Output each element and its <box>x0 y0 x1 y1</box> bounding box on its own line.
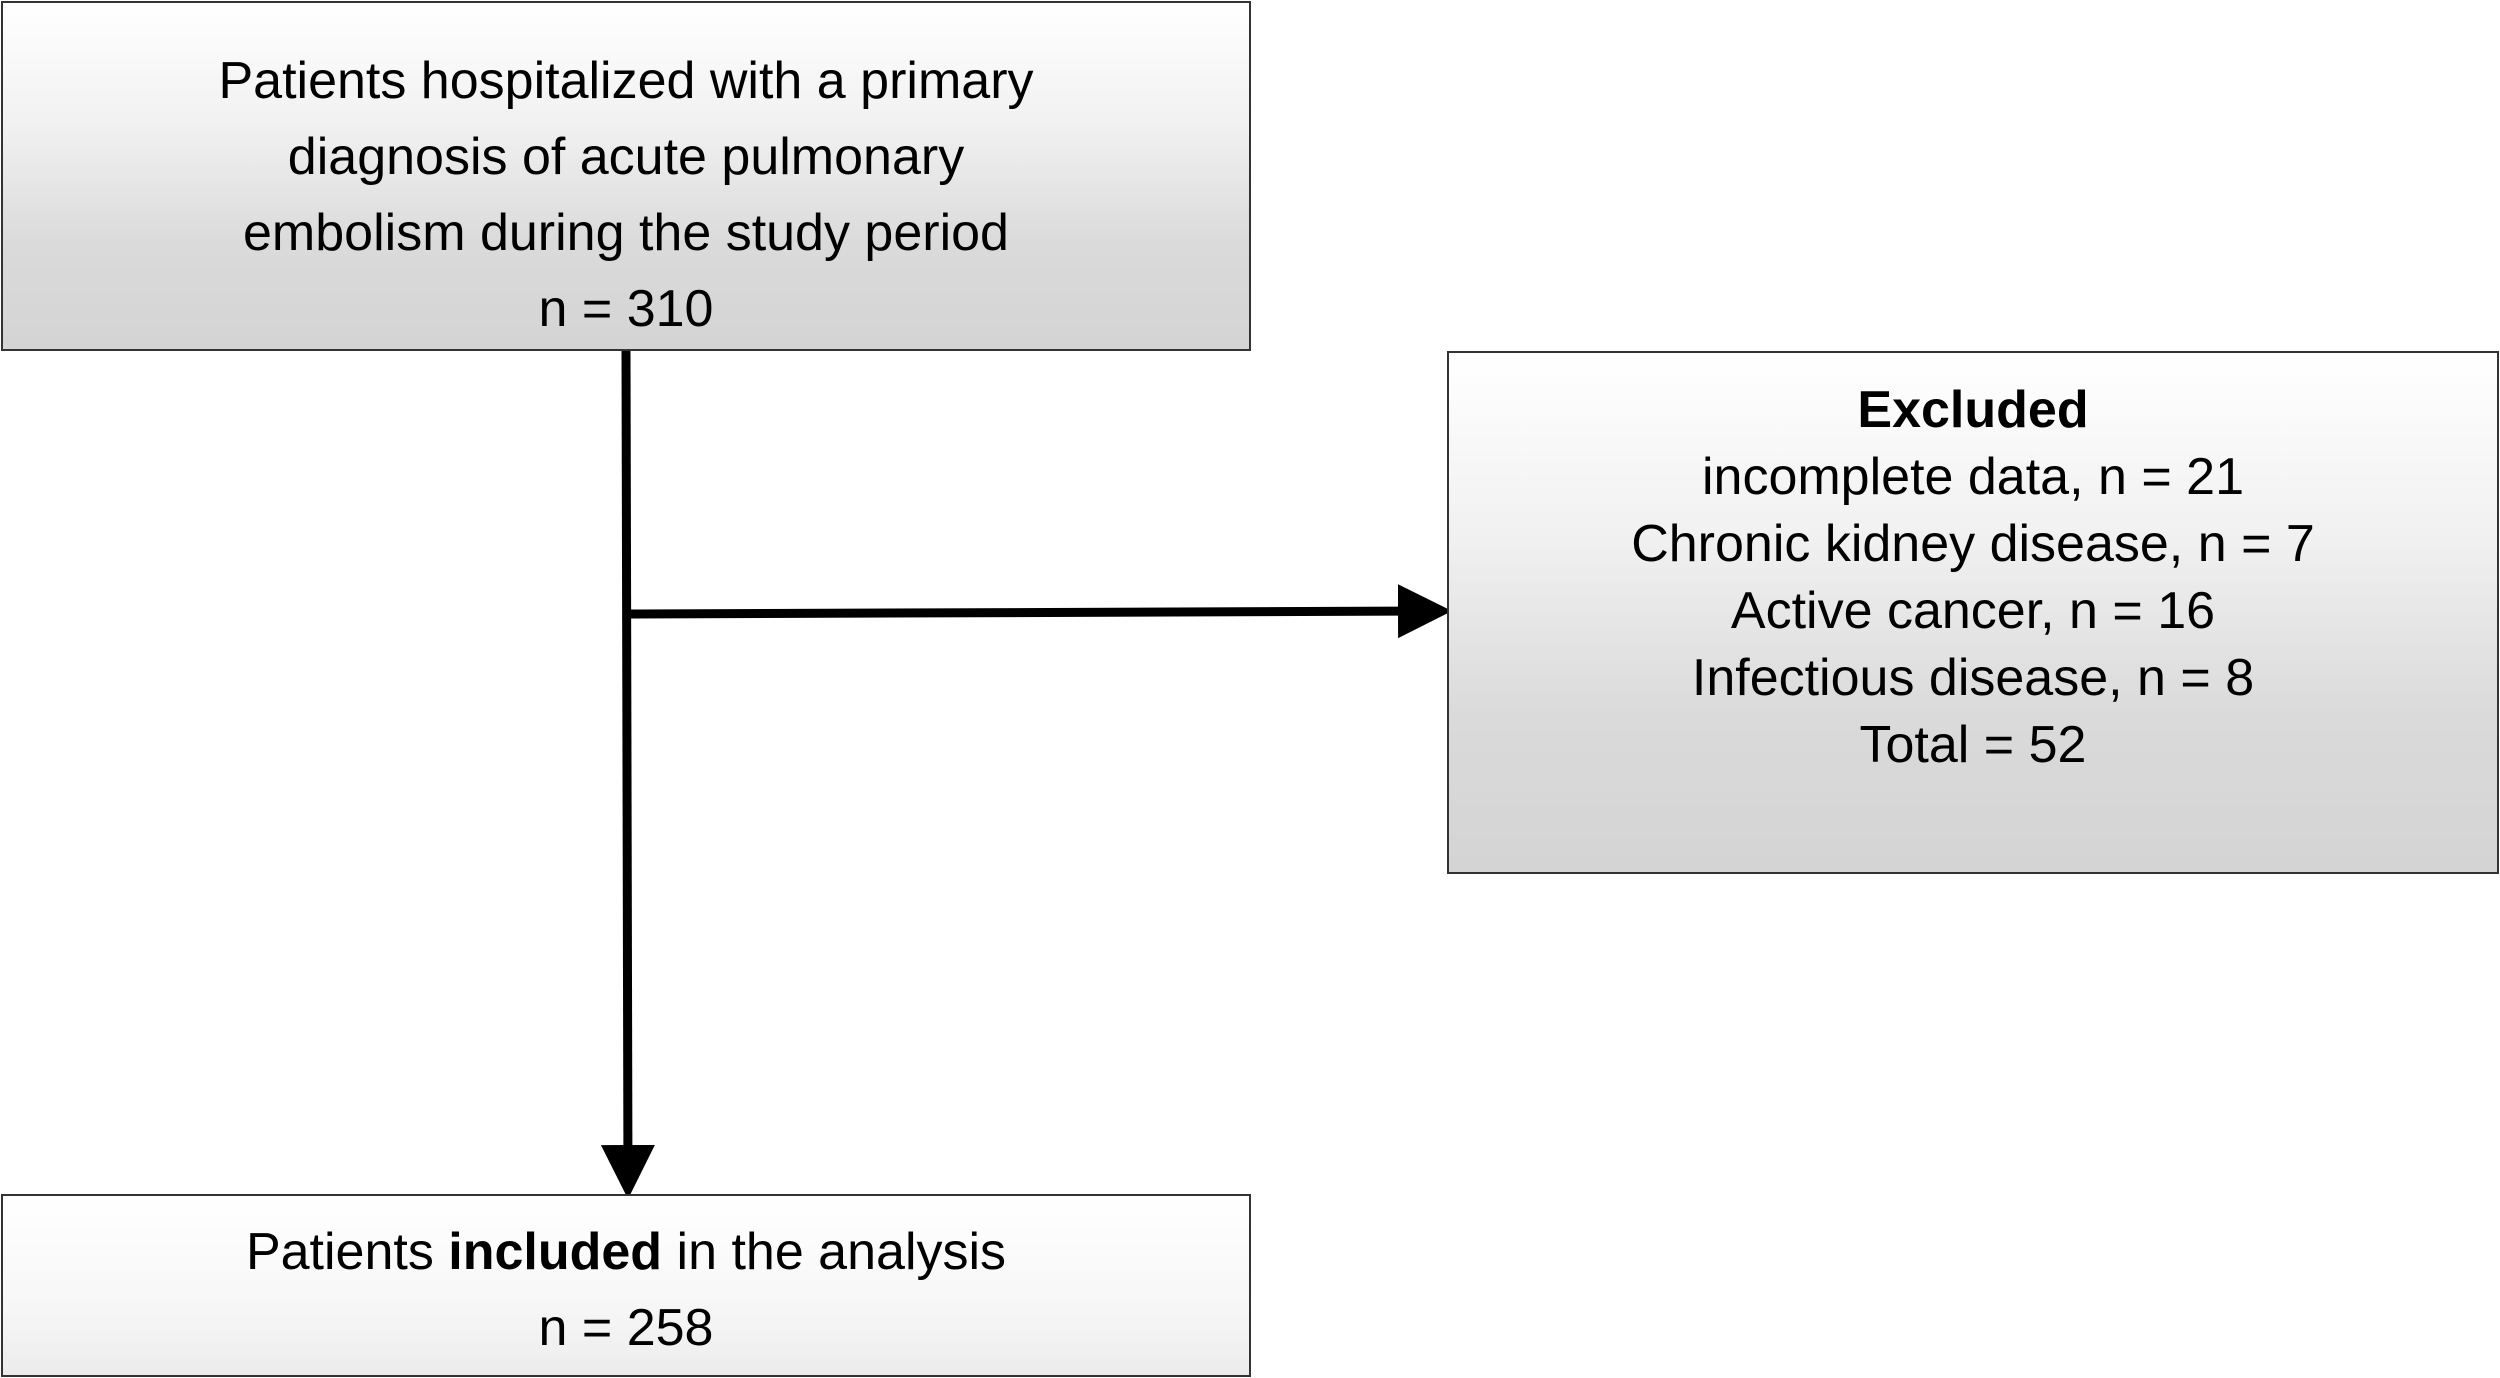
initial-population-box: Patients hospitalized with a primary dia… <box>1 1 1251 351</box>
initial-population-line-2: diagnosis of acute pulmonary <box>287 128 965 186</box>
excluded-item-chronic-kidney-disease: Chronic kidney disease, n = 7 <box>1631 515 2315 573</box>
included-emphasis: included <box>448 1223 663 1281</box>
included-population-box: Patients included in the analysis n = 25… <box>1 1194 1251 1377</box>
included-count: n = 258 <box>538 1299 714 1357</box>
initial-population-count: n = 310 <box>538 280 714 338</box>
excluded-total: Total = 52 <box>1859 716 2087 774</box>
excluded-item-incomplete-data: incomplete data, n = 21 <box>1701 448 2245 506</box>
included-description: Patients included in the analysis <box>246 1214 1006 1290</box>
initial-population-line-1: Patients hospitalized with a primary <box>218 52 1034 110</box>
main-flow-arrow <box>600 350 655 1199</box>
excluded-item-infectious-disease: Infectious disease, n = 8 <box>1691 649 2255 707</box>
included-suffix: in the analysis <box>662 1223 1007 1281</box>
exclusion-branch-arrow <box>625 584 1452 639</box>
excluded-heading: Excluded <box>1857 381 2089 439</box>
initial-population-line-3: embolism during the study period <box>243 204 1009 262</box>
excluded-box: Excluded incomplete data, n = 21 Chronic… <box>1447 351 2499 874</box>
included-prefix: Patients <box>245 1223 449 1281</box>
excluded-item-active-cancer: Active cancer, n = 16 <box>1730 582 2216 640</box>
